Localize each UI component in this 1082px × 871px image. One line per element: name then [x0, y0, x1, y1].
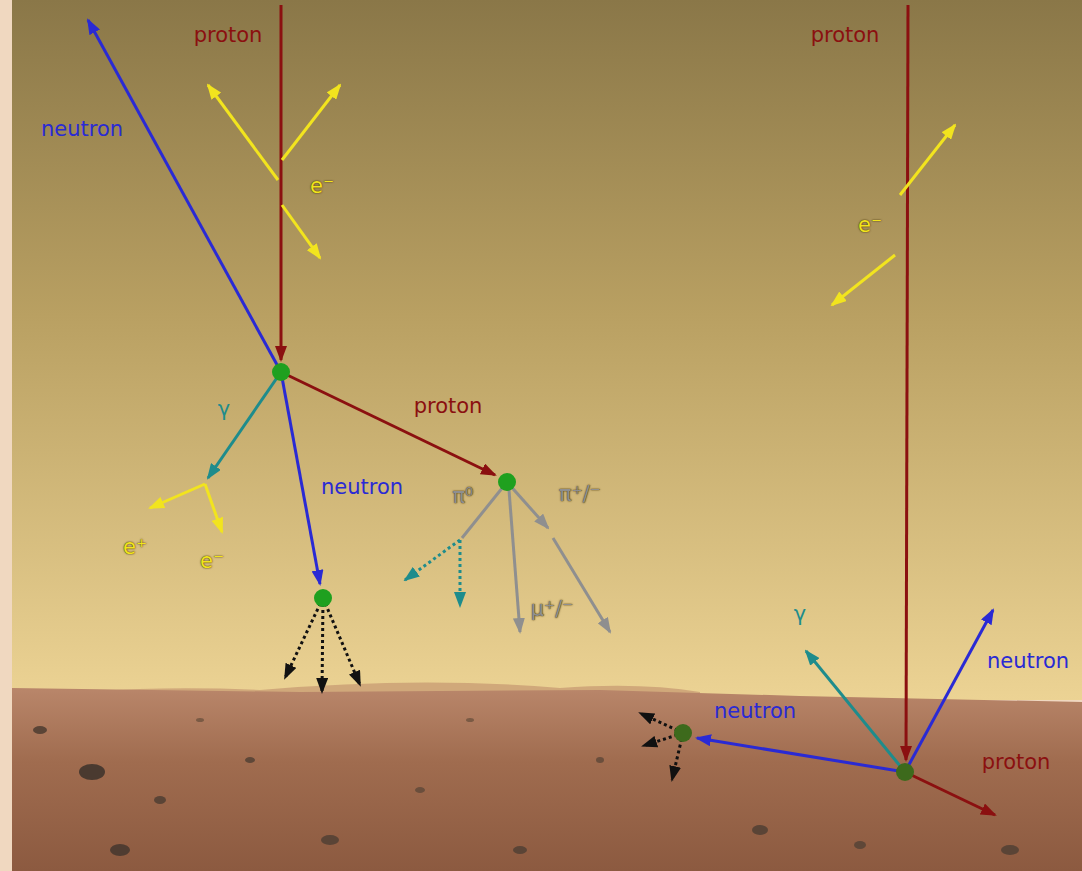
particle-label: e⁻	[200, 550, 224, 573]
particle-label: e⁻	[310, 175, 334, 198]
particle-label: π⁰	[452, 485, 473, 508]
particle-label: γ	[794, 603, 806, 626]
electron-track	[282, 205, 320, 258]
interaction-point	[896, 763, 914, 781]
electron-track	[208, 85, 278, 180]
gamma-track	[459, 540, 462, 606]
proton-track	[281, 372, 495, 475]
particle-label: neutron	[41, 118, 123, 141]
muon-track	[509, 490, 520, 632]
particle-label: proton	[982, 751, 1051, 774]
rock	[596, 757, 604, 763]
rock	[415, 787, 425, 793]
rock	[321, 835, 339, 845]
particle-label: proton	[194, 24, 263, 47]
pion-track	[507, 482, 548, 528]
gamma-track	[806, 651, 905, 772]
particle-label: proton	[811, 24, 880, 47]
rock	[752, 825, 768, 835]
electron-track	[832, 255, 895, 305]
particle-label: γ	[218, 398, 230, 421]
interaction-point	[498, 473, 516, 491]
particle-label: e⁻	[858, 214, 882, 237]
proton-track	[280, 5, 283, 360]
sky	[12, 0, 1082, 700]
particle-label: neutron	[987, 650, 1069, 673]
neutron-track	[905, 610, 993, 772]
neutron-track	[281, 372, 320, 584]
rock	[513, 846, 527, 854]
right-shower	[640, 5, 995, 815]
rock	[154, 796, 166, 804]
rock	[466, 718, 474, 722]
neutron-track	[697, 738, 905, 772]
interaction-point	[314, 589, 332, 607]
particle-label: neutron	[321, 476, 403, 499]
ground	[12, 688, 1082, 871]
fragment-track	[285, 598, 323, 678]
rock	[110, 844, 130, 856]
particle-label: μ⁺/⁻	[531, 598, 574, 621]
rock	[854, 841, 866, 849]
electron-track	[282, 85, 340, 160]
particle-label: π⁺/⁻	[559, 483, 601, 506]
positron-track	[150, 484, 205, 508]
particle-label: e⁺	[123, 536, 147, 559]
neutron-track	[88, 20, 281, 372]
rock	[1001, 845, 1019, 855]
rock	[196, 718, 204, 722]
particle-label: neutron	[714, 700, 796, 723]
rocks	[33, 718, 1019, 856]
proton-track	[906, 5, 908, 760]
particle-label: proton	[414, 395, 483, 418]
interaction-point	[674, 724, 692, 742]
interaction-point	[272, 363, 290, 381]
electron-track	[205, 484, 222, 532]
left-shower	[88, 5, 610, 692]
electron-track	[900, 125, 955, 195]
fragment-track	[323, 598, 360, 685]
rock	[245, 757, 255, 763]
fragment-track	[322, 598, 323, 692]
proton-track	[905, 772, 995, 815]
rock	[33, 726, 47, 734]
rock	[79, 764, 105, 780]
gamma-track	[405, 540, 460, 580]
gamma-track	[208, 372, 281, 478]
